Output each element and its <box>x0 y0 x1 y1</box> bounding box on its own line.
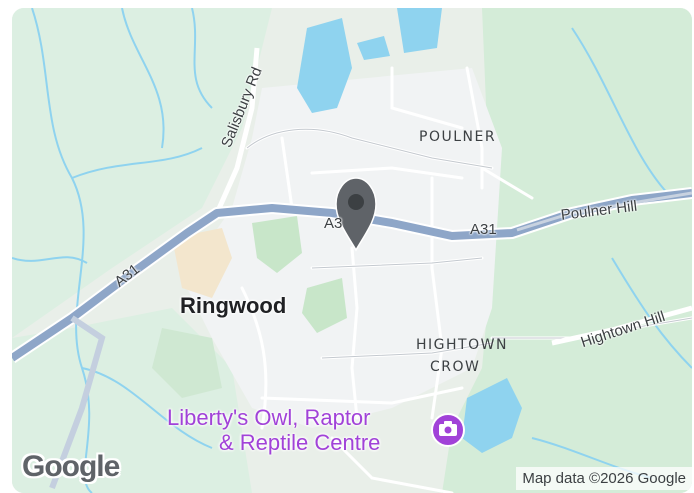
area-label-poulner: POULNER <box>419 129 497 145</box>
poi-label-line2: & Reptile Centre <box>219 430 381 456</box>
poi-label-libertys-owl[interactable]: Liberty's Owl, Raptor & Reptile Centre <box>167 405 380 456</box>
park-area <box>302 278 347 333</box>
google-logo: Google <box>22 450 120 483</box>
countryside-area-west <box>12 8 272 338</box>
salisbury-road <box>214 47 260 215</box>
town-centre-area <box>172 228 232 298</box>
lake <box>397 8 442 53</box>
poulner-hill-road <box>516 191 692 232</box>
map-view[interactable]: POULNER HIGHTOWN CROW Ringwood Salisbury… <box>12 8 692 493</box>
lake <box>357 36 390 60</box>
a338-road <box>49 315 106 490</box>
map-canvas[interactable] <box>12 8 692 493</box>
park-area <box>152 328 222 398</box>
road-label-a31-center: A3 <box>324 215 343 232</box>
lake <box>297 18 352 113</box>
area-label-crow: CROW <box>430 359 481 375</box>
camera-icon[interactable] <box>431 413 465 447</box>
town-label-ringwood: Ringwood <box>180 293 287 318</box>
map-attribution[interactable]: Map data ©2026 Google <box>516 467 692 490</box>
road-label-a31-middle: A31 <box>470 221 497 238</box>
map-pin-icon[interactable] <box>335 177 377 252</box>
poi-label-line1: Liberty's Owl, Raptor <box>167 405 371 430</box>
hightown-hill-road <box>551 305 692 346</box>
park-area <box>252 216 302 273</box>
countryside-area <box>442 8 692 493</box>
lake <box>462 378 522 453</box>
area-label-hightown: HIGHTOWN <box>416 337 508 353</box>
